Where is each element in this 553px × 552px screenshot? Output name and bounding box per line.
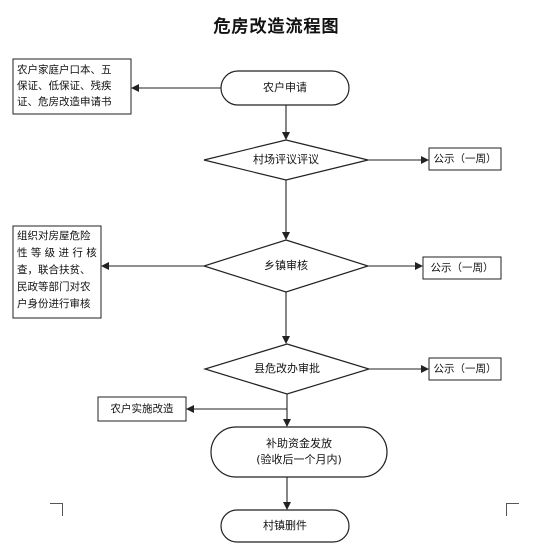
node-county-review: 县危改办审批 [254,362,320,375]
crop-mark-bottom-left [50,503,63,516]
materials-box-shape [12,58,132,115]
node-village-review: 村场评议评议 [253,153,319,166]
town-tasks-line-2: 性 等 级 进 行 核 [17,247,97,259]
materials-box: 农户家庭户口本、五 保证、低保证、残疾 证、危房改造申请书 [13,59,131,114]
town-tasks-box-shape [12,225,102,319]
materials-line-2: 保证、低保证、残疾 [17,80,112,92]
notice-county-shape [428,357,502,381]
notice-town: 公示（一周） [430,262,494,274]
implement-box: 农户实施改造 [110,403,174,415]
crop-mark-bottom-right [506,503,519,516]
node-apply: 农户申请 [263,81,307,94]
page-title: 危房改造流程图 [213,17,340,37]
town-tasks-box: 组织对房屋危险 性 等 级 进 行 核 查，联合扶贫、 民政等部门对农 户身份进… [13,226,101,318]
node-archive-shape [220,509,350,543]
node-fund-shape [210,426,388,478]
notice-county: 公示（一周） [433,363,497,375]
notice-town-shape [422,256,502,280]
notice-village-shape [428,147,502,171]
node-fund: 补助资金发放 (验收后一个月内) [211,427,387,477]
town-tasks-line-5: 户身份进行审核 [17,298,91,310]
town-tasks-line-4: 民政等部门对农 [17,281,91,293]
node-archive: 村镇删件 [263,519,307,532]
town-tasks-line-1: 组织对房屋危险 [17,230,91,242]
notice-village: 公示（一周） [433,153,497,165]
town-tasks-line-3: 查，联合扶贫、 [17,264,91,276]
node-town-review: 乡镇审核 [264,259,308,272]
implement-box-shape [97,396,187,422]
node-fund-line-2: (验收后一个月内) [256,453,342,466]
materials-line-1: 农户家庭户口本、五 [17,64,112,76]
node-fund-line-1: 补助资金发放 [266,437,332,450]
materials-line-3: 证、危房改造申请书 [17,96,112,108]
